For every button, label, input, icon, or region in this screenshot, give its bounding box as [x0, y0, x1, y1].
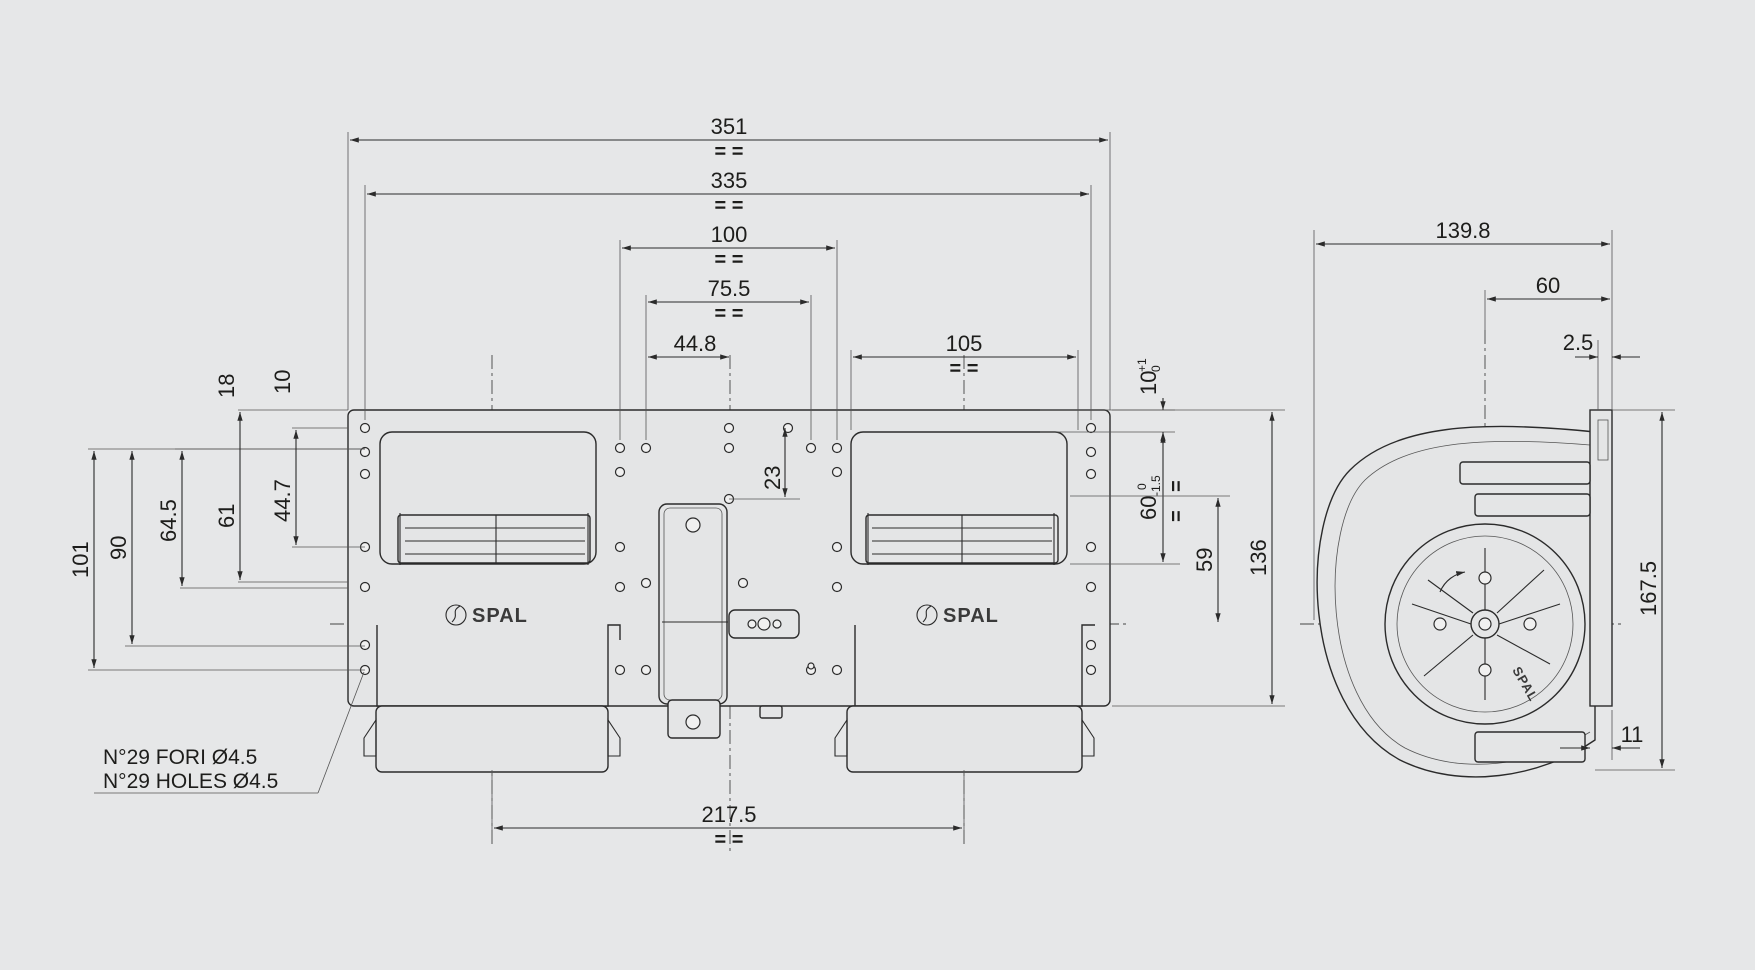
dim-64-5: 64.5 [156, 499, 181, 542]
dim-75-5: 75.5 [708, 276, 751, 301]
dim-10-left: 10 [270, 370, 295, 394]
brand-right-text: SPAL [943, 605, 999, 627]
dim-side-60: 60 [1536, 273, 1560, 298]
equal-mark-60b: = [1166, 510, 1188, 522]
dim-167-5: 167.5 [1636, 561, 1661, 616]
dim-10-tol-upper: +1 [1135, 358, 1149, 372]
dim-60-tol-lower: -1.5 [1149, 475, 1163, 496]
equal-mark-217-5: = = [715, 829, 744, 851]
equal-mark-351: = = [715, 141, 744, 163]
dim-217-5: 217.5 [701, 802, 756, 827]
equal-mark-60a: = [1166, 480, 1188, 492]
dim-59: 59 [1192, 548, 1217, 572]
equal-mark-100: = = [715, 249, 744, 271]
dim-23: 23 [760, 466, 785, 490]
dim-2-5: 2.5 [1563, 330, 1594, 355]
dim-60: 60 [1136, 496, 1161, 520]
note-holes-it: N°29 FORI Ø4.5 [103, 746, 257, 769]
equal-mark-75-5: = = [715, 303, 744, 325]
right-housing [834, 624, 1095, 773]
dim-105: 105 [946, 331, 983, 356]
dim-100: 100 [711, 222, 748, 247]
dim-101: 101 [68, 541, 93, 578]
dim-90: 90 [106, 536, 131, 560]
right-outlet [850, 431, 1068, 565]
note-leader [317, 671, 365, 794]
mounting-holes [359, 422, 1097, 676]
dim-335: 335 [711, 168, 748, 193]
dim-44-7: 44.7 [270, 479, 295, 522]
front-dimensions: 351 = = 335 = = 100 = = 75.5 = = 44.8 10… [68, 114, 1285, 851]
side-dimensions: 139.8 60 2.5 167.5 11 [1313, 218, 1675, 771]
side-view: SPAL [1300, 330, 1625, 778]
equal-mark-105: = = [950, 358, 979, 380]
side-flange [1589, 409, 1613, 707]
dim-11: 11 [1621, 722, 1644, 747]
left-housing [363, 624, 621, 773]
dim-18: 18 [214, 374, 239, 398]
front-view: SPAL SPAL [330, 355, 1130, 855]
dim-44-8: 44.8 [674, 331, 717, 356]
left-outlet [379, 431, 597, 565]
dim-61: 61 [214, 504, 239, 528]
note-holes-en: N°29 HOLES Ø4.5 [103, 770, 278, 793]
brand-right: SPAL [916, 604, 999, 627]
motor-bracket [658, 503, 800, 739]
dim-139-8: 139.8 [1435, 218, 1490, 243]
dim-10: 10 [1136, 371, 1161, 395]
brand-left-text: SPAL [472, 605, 528, 627]
equal-mark-335: = = [715, 195, 744, 217]
brand-left: SPAL [445, 604, 528, 627]
dim-60-tol-upper: 0 [1135, 483, 1149, 490]
dim-10-tol-lower: 0 [1149, 365, 1163, 372]
dim-136: 136 [1246, 539, 1271, 576]
dim-351: 351 [711, 114, 748, 139]
